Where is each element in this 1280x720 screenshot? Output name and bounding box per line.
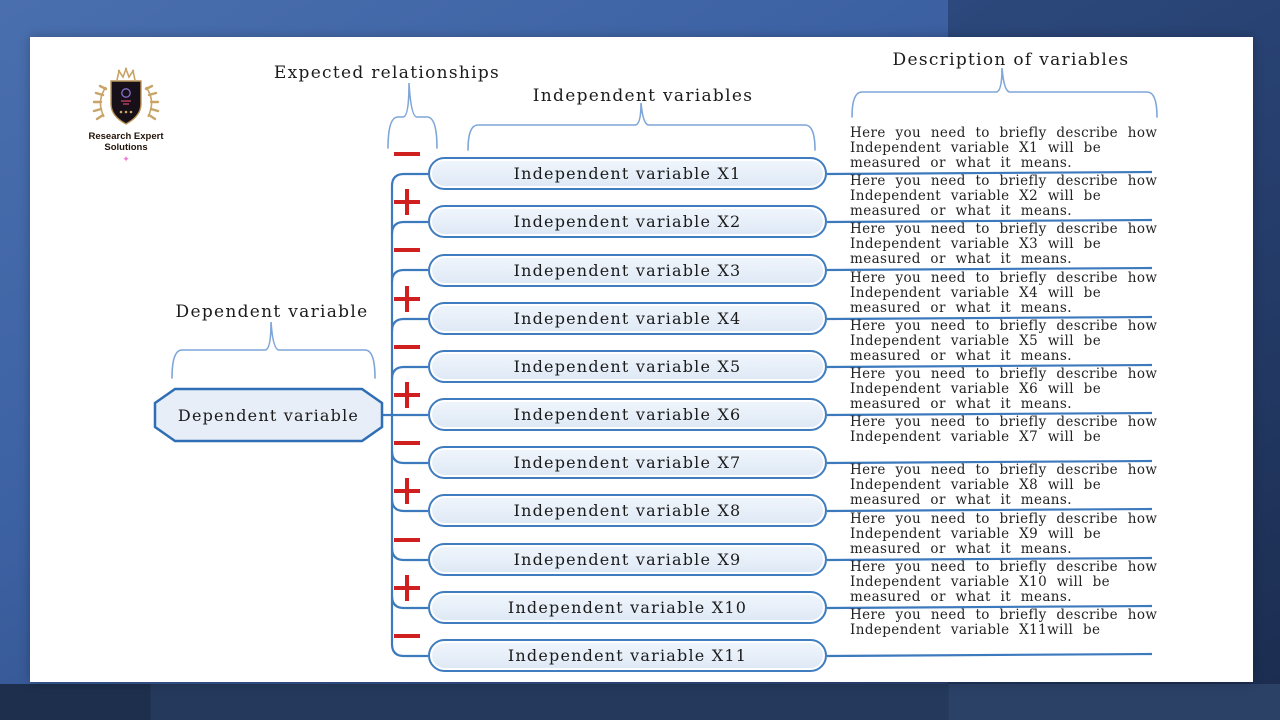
brace-expected-relationships [387,82,438,149]
relationship-sign-x6 [387,381,427,409]
description-line-x6 [826,411,1153,417]
description-line-x11 [826,652,1153,658]
relationship-sign-x3 [387,236,427,264]
dependent-variable-box: Dependent variable [177,405,360,425]
description-line-x8 [826,507,1153,513]
crest-shield-icon [92,67,160,125]
relationship-sign-x4 [387,285,427,313]
branch-x7 [390,450,428,465]
description-line-x7 [826,459,1153,465]
description-line-x3 [826,266,1153,272]
header-description-of-variables: Description of variables [892,50,1130,70]
variable-description-x9: Here you need to briefly describe how In… [850,511,1158,557]
background-bottom-strip [0,684,1280,720]
box-label-x1: Independent variable X1 [513,164,742,183]
description-line-x5 [826,363,1153,369]
relationship-sign-x9 [387,526,427,554]
box-label-x7: Independent variable X7 [513,453,742,472]
independent-variable-box-x4: Independent variable X4 [428,302,827,335]
header-independent-variables: Independent variables [532,86,754,106]
description-line-x4 [826,315,1153,321]
relationship-sign-x7 [387,429,427,457]
branch-x4 [390,317,428,332]
brace-description-of-variables [851,67,1158,118]
box-label-x11: Independent variable X11 [507,646,748,665]
variable-description-x6: Here you need to briefly describe how In… [850,366,1158,412]
diagram-lines-layer [153,67,1158,658]
independent-variable-box-x7: Independent variable X7 [428,446,827,479]
box-label-x8: Independent variable X8 [513,501,742,520]
box-label-x2: Independent variable X2 [513,212,742,231]
variable-description-x7: Here you need to briefly describe how In… [850,414,1158,445]
branch-x2 [390,220,428,235]
independent-variable-box-x8: Independent variable X8 [428,494,827,527]
branch-x9 [390,547,428,562]
dependent-variable-shape [153,387,384,443]
branch-x8 [390,498,428,513]
relationship-sign-x8 [387,477,427,505]
braces-group [171,67,1158,379]
independent-variable-box-x2: Independent variable X2 [428,205,827,238]
variable-description-x1: Here you need to briefly describe how In… [850,125,1158,171]
brace-dependent-variable [171,321,376,379]
relationship-sign-x2 [387,188,427,216]
branch-x5 [390,365,428,380]
box-label-x10: Independent variable X10 [507,598,748,617]
relationship-sign-x10 [387,574,427,602]
independent-variable-box-x10: Independent variable X10 [428,591,827,624]
variable-description-x10: Here you need to briefly describe how In… [850,559,1158,605]
box-label-x9: Independent variable X9 [513,550,742,569]
description-line-x9 [826,556,1153,562]
box-label-x4: Independent variable X4 [513,309,742,328]
variable-description-x4: Here you need to briefly describe how In… [850,270,1158,316]
research-expert-solutions-logo: Research Expert Solutions ✦ [76,67,176,167]
independent-variable-box-x9: Independent variable X9 [428,543,827,576]
branch-x10 [390,595,428,610]
relationship-sign-x1 [387,140,427,168]
description-line-x10 [826,604,1153,610]
independent-variable-box-x5: Independent variable X5 [428,350,827,383]
logo-text-line1: Research Expert [88,131,164,142]
variable-description-x5: Here you need to briefly describe how In… [850,318,1158,364]
description-line-x2 [826,218,1153,224]
slide-canvas: Research Expert Solutions ✦ Expected rel… [30,37,1253,682]
box-label-x5: Independent variable X5 [513,357,742,376]
logo-sparkle-icon: ✦ [122,155,130,165]
box-label-x3: Independent variable X3 [513,261,742,280]
logo-text-line2: Solutions [104,142,148,153]
variable-description-x8: Here you need to briefly describe how In… [850,462,1158,508]
connector-tree [380,170,1153,658]
description-line-x1 [826,170,1153,176]
independent-variable-box-x3: Independent variable X3 [428,254,827,287]
box-label-x6: Independent variable X6 [513,405,742,424]
brace-independent-variables [467,102,816,151]
independent-variable-box-x1: Independent variable X1 [428,157,827,190]
header-dependent-variable: Dependent variable [175,302,369,322]
independent-variable-box-x6: Independent variable X6 [428,398,827,431]
branch-x3 [390,268,428,283]
header-expected-relationships: Expected relationships [273,63,501,83]
variable-description-x11: Here you need to briefly describe how In… [850,607,1158,638]
logo-text: Research Expert Solutions [76,131,176,153]
relationship-sign-x5 [387,333,427,361]
relationship-sign-x11 [387,622,427,650]
variable-description-x3: Here you need to briefly describe how In… [850,221,1158,267]
independent-variable-box-x11: Independent variable X11 [428,639,827,672]
variable-description-x2: Here you need to briefly describe how In… [850,173,1158,219]
